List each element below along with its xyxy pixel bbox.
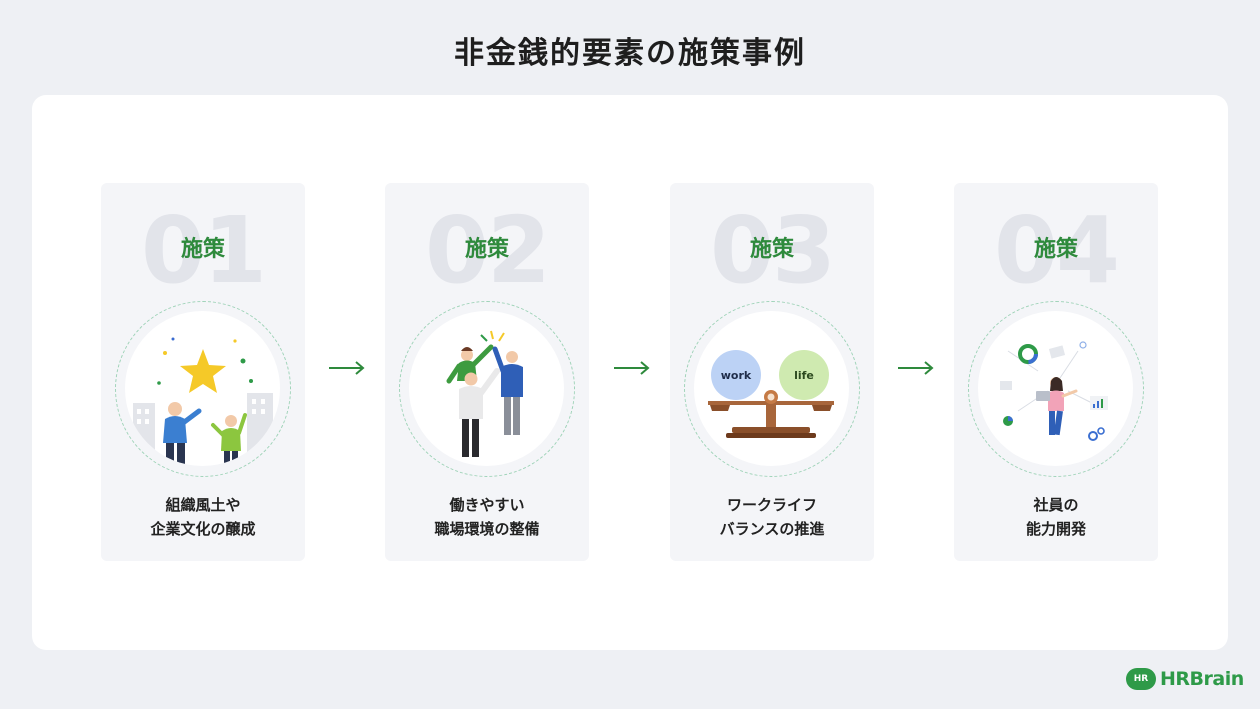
illustration-ring: work life: [684, 301, 860, 477]
balance-right-label: life: [794, 369, 814, 382]
card-caption: 組織風土や 企業文化の醸成: [101, 493, 305, 541]
card-label: 施策: [749, 237, 794, 262]
page-title: 非金銭的要素の施策事例: [454, 36, 806, 71]
card-label: 施策: [1033, 237, 1078, 262]
star-celebration-illustration: [133, 337, 273, 466]
measure-card-1: 01 施策: [101, 183, 305, 561]
measure-card-4: 04 施策: [954, 183, 1158, 561]
card-number: 02: [424, 197, 551, 304]
caption-line: 職場環境の整備: [434, 520, 540, 538]
logo-text: HRBrain: [1160, 668, 1244, 690]
card-caption: 働きやすい 職場環境の整備: [385, 493, 589, 541]
caption-line: 社員の: [1033, 496, 1079, 514]
illustration-ring: [115, 301, 291, 477]
caption-line: 企業文化の醸成: [150, 520, 256, 538]
arrow-right-icon: [614, 361, 650, 375]
card-number: 03: [709, 197, 836, 304]
card-number: 04: [993, 197, 1120, 304]
content-panel: 01 施策: [32, 95, 1228, 650]
measure-card-3: 03 施策 work life: [670, 183, 874, 561]
card-label: 施策: [464, 237, 509, 262]
caption-line: バランスの推進: [719, 520, 825, 538]
arrow-right-icon: [898, 361, 934, 375]
measure-card-2: 02 施策: [385, 183, 589, 561]
data-analysis-illustration: [1000, 341, 1108, 441]
high-five-illustration: [446, 330, 523, 457]
arrow-right-icon: [329, 361, 365, 375]
balance-left-label: work: [721, 369, 752, 382]
caption-line: ワークライフ: [726, 496, 817, 514]
illustration-ring: [399, 301, 575, 477]
card-caption: ワークライフ バランスの推進: [670, 493, 874, 541]
caption-line: 組織風土や: [165, 496, 241, 514]
card-caption: 社員の 能力開発: [954, 493, 1158, 541]
illustration-ring: [968, 301, 1144, 477]
work-life-balance-scale-illustration: work life: [708, 350, 834, 438]
caption-line: 能力開発: [1025, 520, 1086, 538]
card-label: 施策: [180, 237, 225, 262]
card-number: 01: [140, 197, 267, 304]
logo-badge: HR: [1126, 668, 1156, 690]
caption-line: 働きやすい: [449, 496, 525, 514]
hrbrain-logo: HR HRBrain: [1126, 667, 1244, 691]
